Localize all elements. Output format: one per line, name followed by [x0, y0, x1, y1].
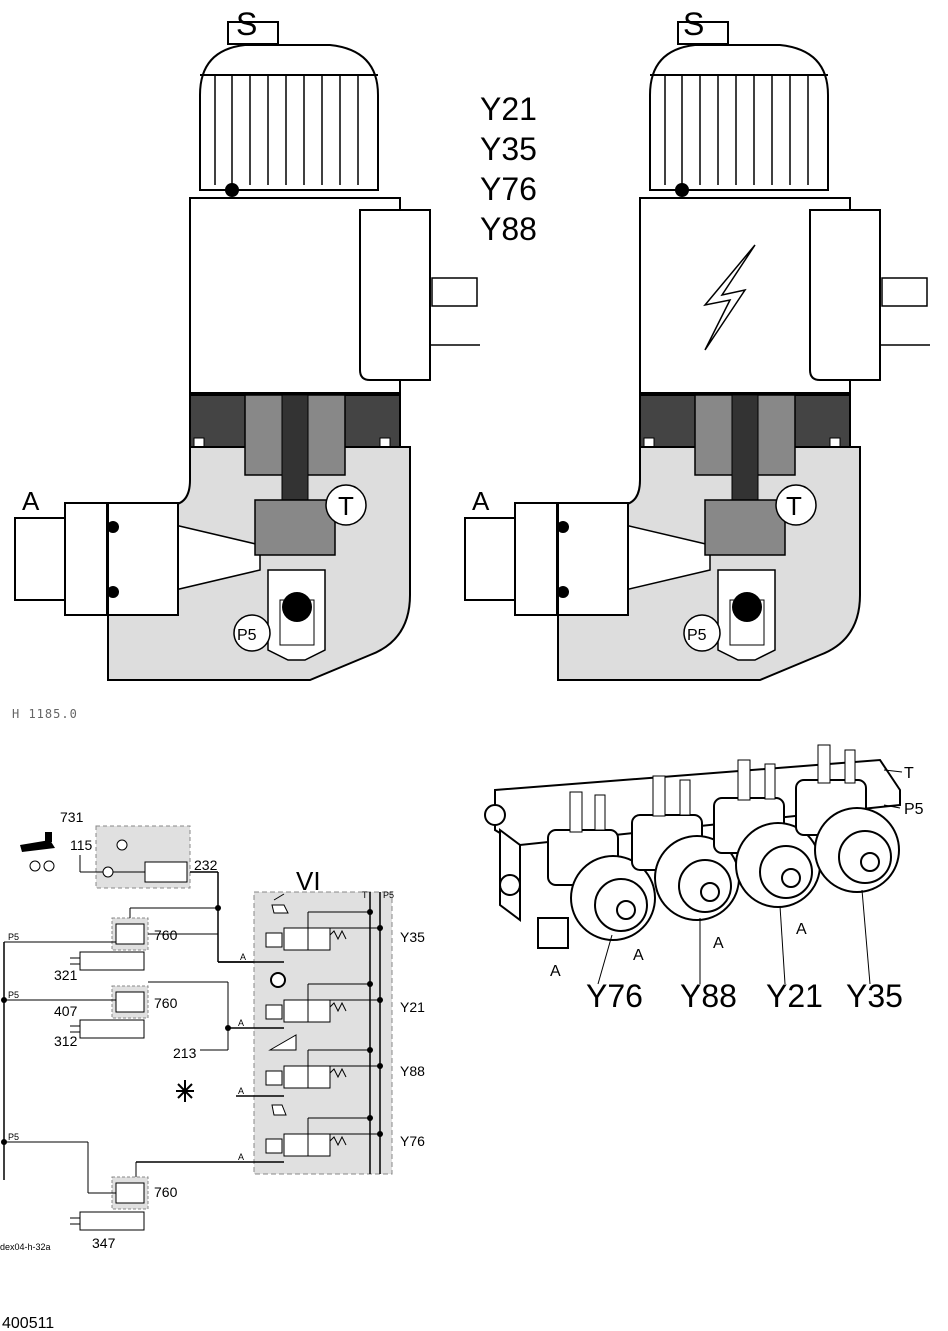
label-block-y88: Y88 [680, 978, 737, 1014]
block-valve-y35 [795, 744, 900, 893]
label-line-p5-3: P5 [8, 1132, 19, 1142]
label-port-s-right: S [683, 6, 704, 42]
label-232: 232 [194, 857, 218, 873]
label-block-port-t: T [362, 890, 368, 900]
label-321: 321 [54, 967, 78, 983]
label-port-p5-right: P5 [687, 627, 707, 644]
valve-y21 [265, 972, 383, 1023]
label-line-a-2: A [238, 1018, 244, 1028]
label-valve-id-3: Y76 [480, 171, 537, 207]
label-line-p5-2: P5 [8, 990, 19, 1000]
label-760-2: 760 [154, 995, 178, 1011]
label-block-port-a-4: A [796, 921, 807, 938]
label-port-a-right: A [472, 486, 490, 516]
label-block-port-a-1: A [550, 963, 561, 980]
label-760-3: 760 [154, 1184, 178, 1200]
lightning-bolt-icon [703, 244, 756, 351]
label-line-a-1: A [240, 952, 246, 962]
label-block-port-a-3: A [713, 935, 724, 952]
joystick-icon [176, 1080, 194, 1102]
label-block-port-p5: P5 [383, 890, 394, 900]
label-407: 407 [54, 1003, 78, 1019]
valve-y35 [265, 893, 383, 951]
label-block-y76: Y76 [586, 978, 643, 1014]
label-port-p5-left: P5 [237, 627, 257, 644]
label-block-port-t: T [904, 765, 914, 782]
label-312: 312 [54, 1033, 78, 1049]
label-line-p5-1: P5 [8, 932, 19, 942]
incline-icon [268, 1034, 297, 1051]
label-valve-id-1: Y21 [480, 91, 537, 127]
valve-y76 [265, 1104, 383, 1157]
label-port-s-left: S [236, 6, 257, 42]
label-block-port-a-2: A [633, 947, 644, 964]
label-valve-id-2: Y35 [480, 131, 537, 167]
label-347: 347 [92, 1235, 116, 1251]
label-block-vi: VI [296, 866, 321, 896]
valve-y88 [265, 1034, 383, 1089]
label-block-y21: Y21 [766, 978, 823, 1014]
label-line-a-3: A [238, 1086, 244, 1096]
block-valve-y88 [631, 775, 740, 921]
label-block-y35: Y35 [846, 978, 903, 1014]
hydraulic-schematic [1, 825, 393, 1231]
label-schematic-y88: Y88 [400, 1063, 425, 1079]
label-schematic-y21: Y21 [400, 999, 425, 1015]
driver-seat-icon [20, 832, 55, 852]
label-port-t-right: T [786, 491, 802, 521]
block-valve-y21 [713, 759, 821, 908]
valve-block-3d-view [484, 744, 903, 985]
bucket-icon [271, 893, 289, 914]
label-valve-id-4: Y88 [480, 211, 537, 247]
label-line-a-4: A [238, 1152, 244, 1162]
label-block-port-p5: P5 [904, 801, 924, 818]
label-schematic-y76: Y76 [400, 1133, 425, 1149]
label-213: 213 [173, 1045, 197, 1061]
label-port-t-left: T [338, 491, 354, 521]
page-number: 400511 [2, 1315, 54, 1331]
label-schematic-y35: Y35 [400, 929, 425, 945]
block-valve-y76 [547, 791, 656, 941]
label-port-a-left: A [22, 486, 40, 516]
label-731: 731 [60, 809, 84, 825]
gear-icon [270, 972, 286, 988]
sectional-view-energized [464, 21, 931, 681]
figure-code: H 1185.0 [12, 707, 78, 721]
drawing-code: dex04-h-32a [0, 1242, 51, 1252]
label-115: 115 [70, 837, 93, 853]
spray-icon [271, 1104, 287, 1116]
label-760-1: 760 [154, 927, 178, 943]
sectional-view-de-energized [14, 21, 481, 681]
